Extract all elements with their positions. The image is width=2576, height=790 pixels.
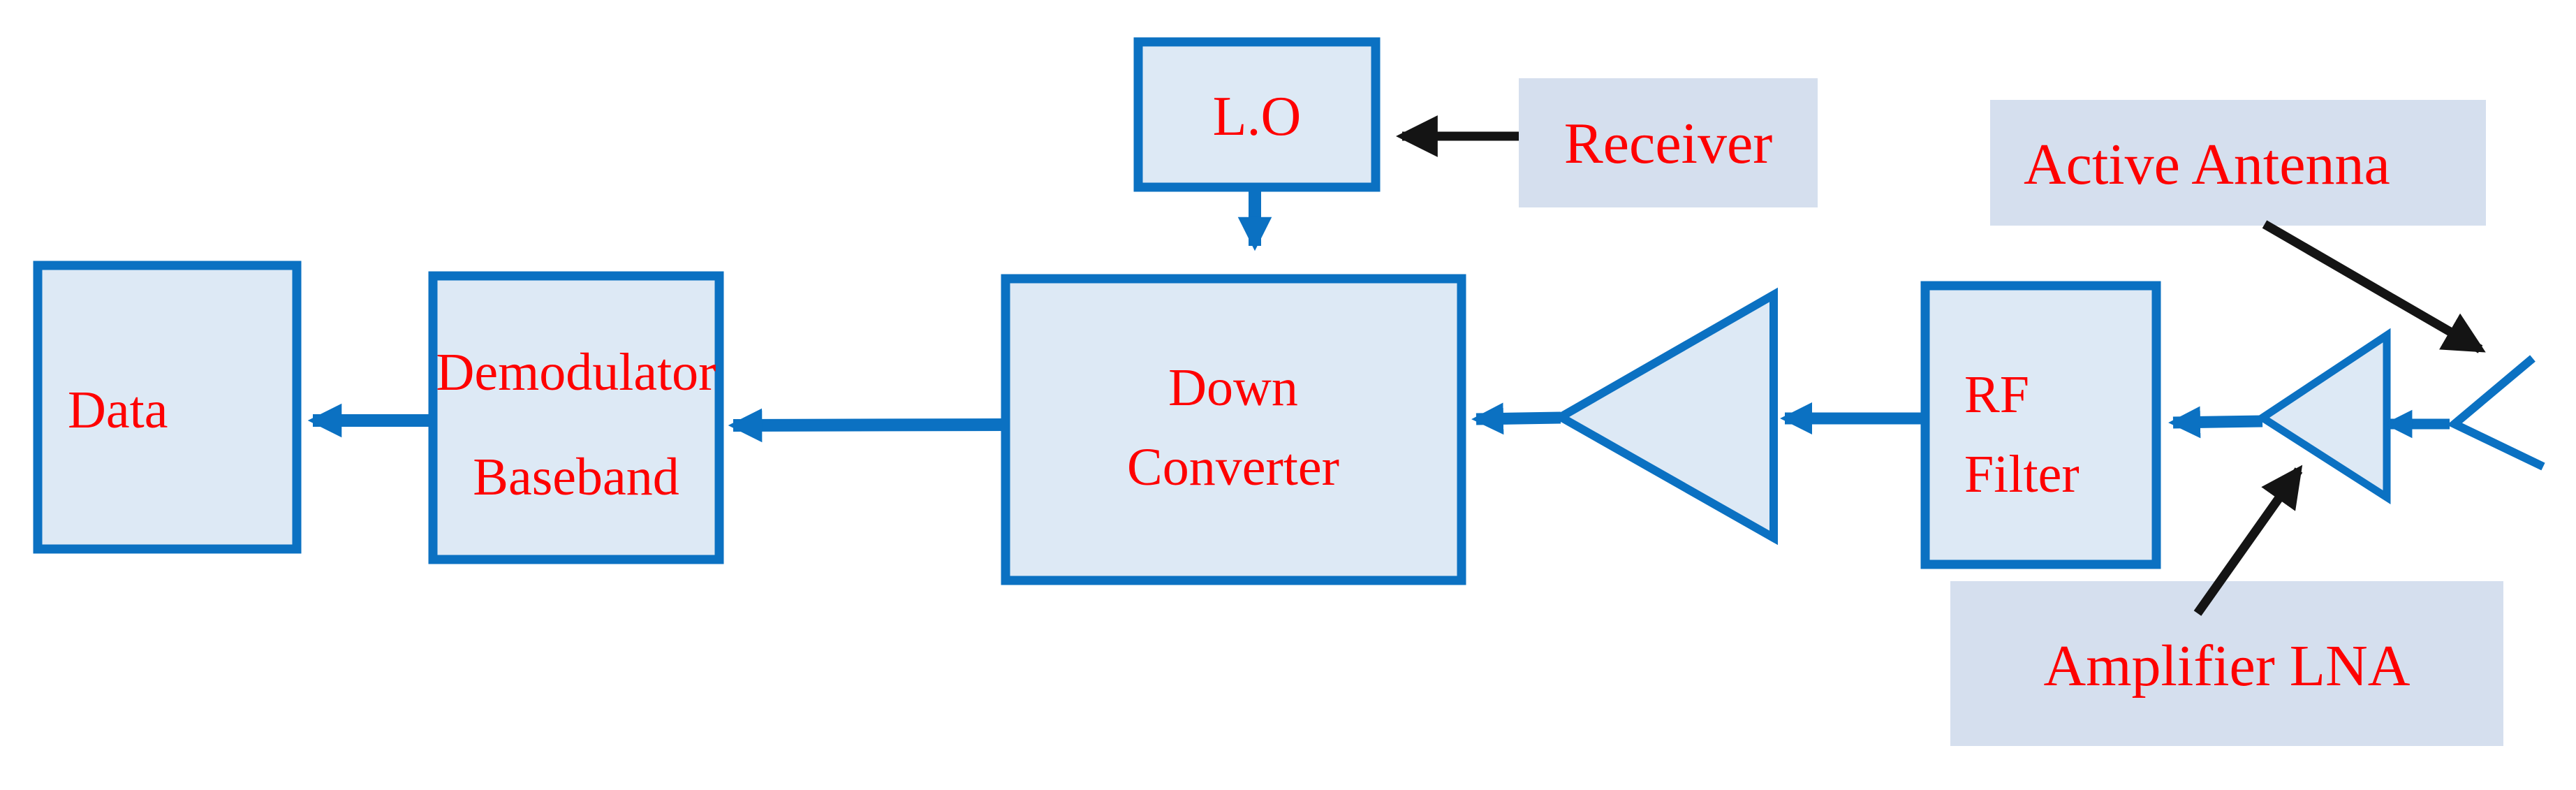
lna-amplifier-triangle-icon xyxy=(2255,328,2391,505)
amplifier-lna-label: Amplifier LNA xyxy=(2044,634,2411,698)
arrow-lna-to-rf-filter xyxy=(2168,406,2263,439)
rf-filter-label-line2: Filter xyxy=(1964,445,2080,504)
active-antenna-label: Active Antenna xyxy=(2024,132,2390,197)
lo-label: L.O xyxy=(1213,86,1302,147)
receiver-label-box xyxy=(1519,78,1818,207)
arrow-amplifier-lna-callout xyxy=(2193,465,2303,616)
arrow-amplifier-to-down-converter xyxy=(1471,402,1561,435)
down-converter-label-line2: Converter xyxy=(1127,438,1339,497)
demodulator-baseband-box xyxy=(428,271,724,564)
arrow-active-antenna-callout xyxy=(2262,220,2486,353)
data-label: Data xyxy=(68,381,168,439)
rf-filter-label-line1: RF xyxy=(1964,365,2029,424)
rf-filter-box xyxy=(1920,281,2161,569)
active-antenna-label-box xyxy=(1990,100,2486,226)
lo-box xyxy=(1133,37,1381,192)
amplifier-triangle-icon xyxy=(1552,287,1778,546)
down-converter-label-line1: Down xyxy=(1168,358,1298,417)
amplifier-lna-label-box xyxy=(1950,581,2503,746)
down-converter-box xyxy=(1001,274,1466,585)
antenna-icon xyxy=(2447,355,2545,471)
data-box xyxy=(33,261,302,554)
demodulator-label-line1: Demodulator xyxy=(436,343,716,402)
receiver-label: Receiver xyxy=(1564,111,1772,176)
demodulator-label-line2: Baseband xyxy=(473,448,679,506)
